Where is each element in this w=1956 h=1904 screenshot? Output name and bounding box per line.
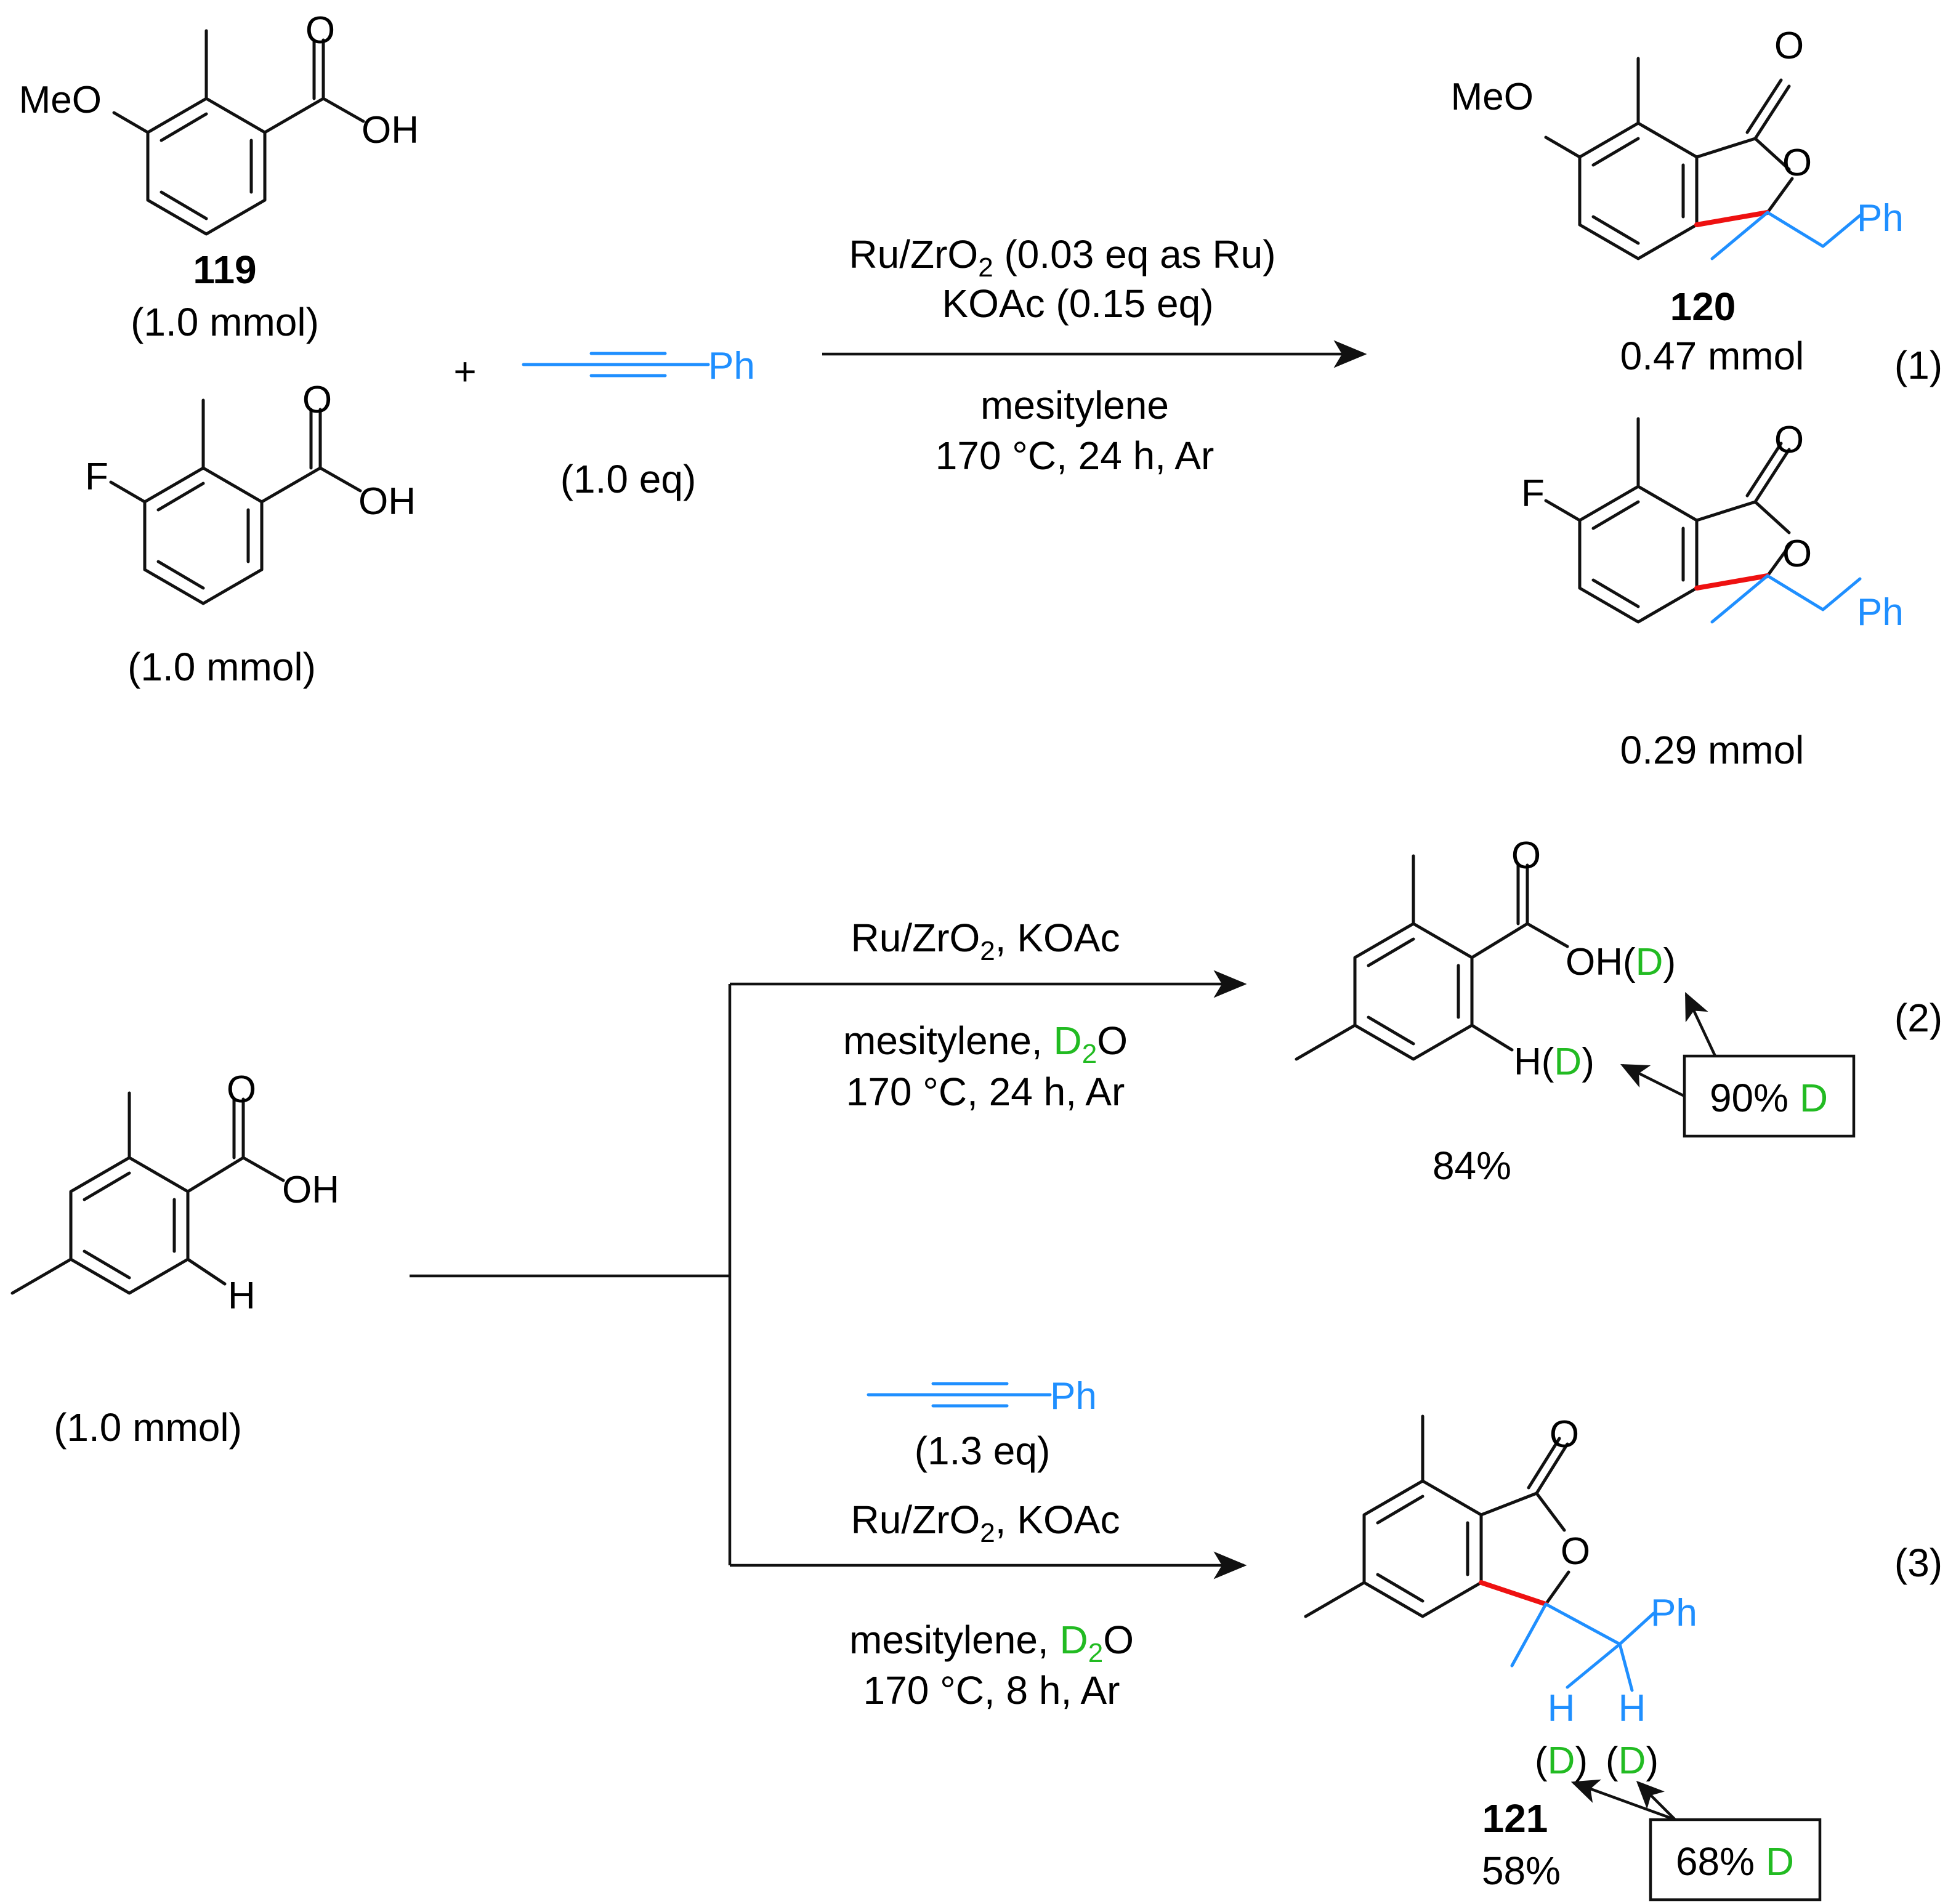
- ring-o-label: O: [1782, 142, 1812, 184]
- fluoro-label: F: [85, 456, 108, 498]
- phenyl-label: Ph: [1857, 197, 1904, 240]
- hydroxyl-deuterium-label: OH(D): [1566, 941, 1676, 983]
- hydroxyl-label: OH: [358, 480, 416, 523]
- temperature-conditions: 170 °C, 24 h, Ar: [846, 1070, 1125, 1114]
- methoxy-label: MeO: [1451, 76, 1534, 118]
- compound-119-amount: (1.0 mmol): [131, 300, 319, 344]
- hydroxyl-label: OH: [282, 1169, 339, 1211]
- deuterium-percent-90: 90% D: [1710, 1076, 1828, 1120]
- reaction-1-number: (1): [1894, 343, 1942, 387]
- carbonyl-o-label: O: [1511, 834, 1541, 877]
- alkyne-reagent-1: Ph (1.0 eq): [522, 345, 755, 501]
- reaction-2-number: (2): [1894, 996, 1942, 1040]
- ring-o-label: O: [1782, 533, 1812, 575]
- molecule-deuterated-acid: O OH(D) H(D) 84%: [1295, 834, 1676, 1188]
- plus-sign: +: [453, 349, 476, 393]
- solvent-conditions: mesitylene, D2O: [843, 1019, 1128, 1069]
- solvent-conditions: mesitylene, D2O: [849, 1618, 1134, 1668]
- ring-o-label: O: [1561, 1530, 1590, 1573]
- molecule-121: O O Ph H H (D) (D) 121 58%: [1304, 1413, 1697, 1893]
- lactone-carbonyl-o: O: [1774, 25, 1804, 67]
- reaction-2-arrow: Ru/ZrO2, KOAc mesitylene, D2O 170 °C, 24…: [730, 916, 1247, 1114]
- reaction-2-yield: 84%: [1433, 1144, 1511, 1188]
- catalyst-conditions: Ru/ZrO2, KOAc: [851, 916, 1120, 966]
- carbonyl-o-label: O: [227, 1068, 256, 1111]
- ortho-deuterium-label: H(D): [1514, 1041, 1594, 1083]
- phenyl-label: Ph: [1651, 1592, 1697, 1634]
- branch-connector: [410, 984, 732, 1565]
- molecule-fluoro-lactone: F O O Ph 0.29 mmol: [1521, 417, 1904, 772]
- carbonyl-o-label: O: [302, 379, 332, 421]
- fluoro-label: F: [1521, 472, 1545, 515]
- compound-121-label: 121: [1482, 1796, 1548, 1841]
- compound-119-label: 119: [193, 248, 256, 292]
- hydroxyl-label: OH: [362, 109, 419, 151]
- molecule-fluoro-acid: F O OH (1.0 mmol): [85, 379, 416, 689]
- fluoro-lactone-amount: 0.29 mmol: [1620, 728, 1804, 772]
- ortho-h-label: H: [228, 1275, 256, 1317]
- reaction-3-arrow: Ru/ZrO2, KOAc mesitylene, D2O 170 °C, 8 …: [730, 1498, 1247, 1712]
- molecule-120: MeO O O Ph 120 0.47 mmol: [1451, 25, 1904, 378]
- compound-120-label: 120: [1670, 284, 1736, 329]
- fluoro-acid-amount: (1.0 mmol): [127, 645, 316, 689]
- temperature-conditions: 170 °C, 8 h, Ar: [863, 1668, 1120, 1712]
- phenyl-label: Ph: [708, 345, 755, 387]
- alkyne-1-eq: (1.0 eq): [560, 457, 697, 501]
- benzylic-h-label-2: H: [1619, 1687, 1646, 1730]
- solvent-conditions: mesitylene: [980, 383, 1169, 427]
- benzylic-d-label-1: (D): [1535, 1740, 1588, 1782]
- temperature-conditions: 170 °C, 24 h, Ar: [936, 434, 1214, 478]
- alkyne-2-eq: (1.3 eq): [915, 1429, 1051, 1473]
- benzylic-d-label-2: (D): [1606, 1740, 1659, 1782]
- deuterium-incorporation-box-68: 68% D: [1570, 1779, 1822, 1902]
- lactone-carbonyl-o: O: [1550, 1413, 1579, 1456]
- carbonyl-o-label: O: [305, 9, 335, 52]
- reaction-3-number: (3): [1894, 1541, 1942, 1585]
- phenyl-label: Ph: [1857, 591, 1904, 634]
- molecule-dimethylbenzoic-acid: O OH H (1.0 mmol): [10, 1068, 339, 1450]
- methoxy-label: MeO: [19, 79, 102, 121]
- deuterium-incorporation-box-90: 90% D: [1620, 991, 1856, 1138]
- catalyst-conditions: Ru/ZrO2, KOAc: [851, 1498, 1120, 1548]
- alkyne-reagent-2: Ph (1.3 eq): [867, 1375, 1097, 1473]
- benzylic-h-label-1: H: [1548, 1687, 1575, 1730]
- lactone-carbonyl-o: O: [1774, 419, 1804, 461]
- reaction-3-yield: 58%: [1482, 1849, 1561, 1893]
- catalyst-conditions: Ru/ZrO2 (0.03 eq as Ru): [849, 232, 1275, 283]
- start-material-amount: (1.0 mmol): [54, 1405, 242, 1450]
- phenyl-label: Ph: [1050, 1375, 1097, 1418]
- base-conditions: KOAc (0.15 eq): [942, 281, 1213, 326]
- reaction-1-arrow: Ru/ZrO2 (0.03 eq as Ru) KOAc (0.15 eq) m…: [822, 232, 1367, 478]
- molecule-119: MeO O OH 119 (1.0 mmol): [19, 9, 419, 344]
- compound-120-amount: 0.47 mmol: [1620, 334, 1804, 378]
- deuterium-percent-68: 68% D: [1676, 1839, 1794, 1884]
